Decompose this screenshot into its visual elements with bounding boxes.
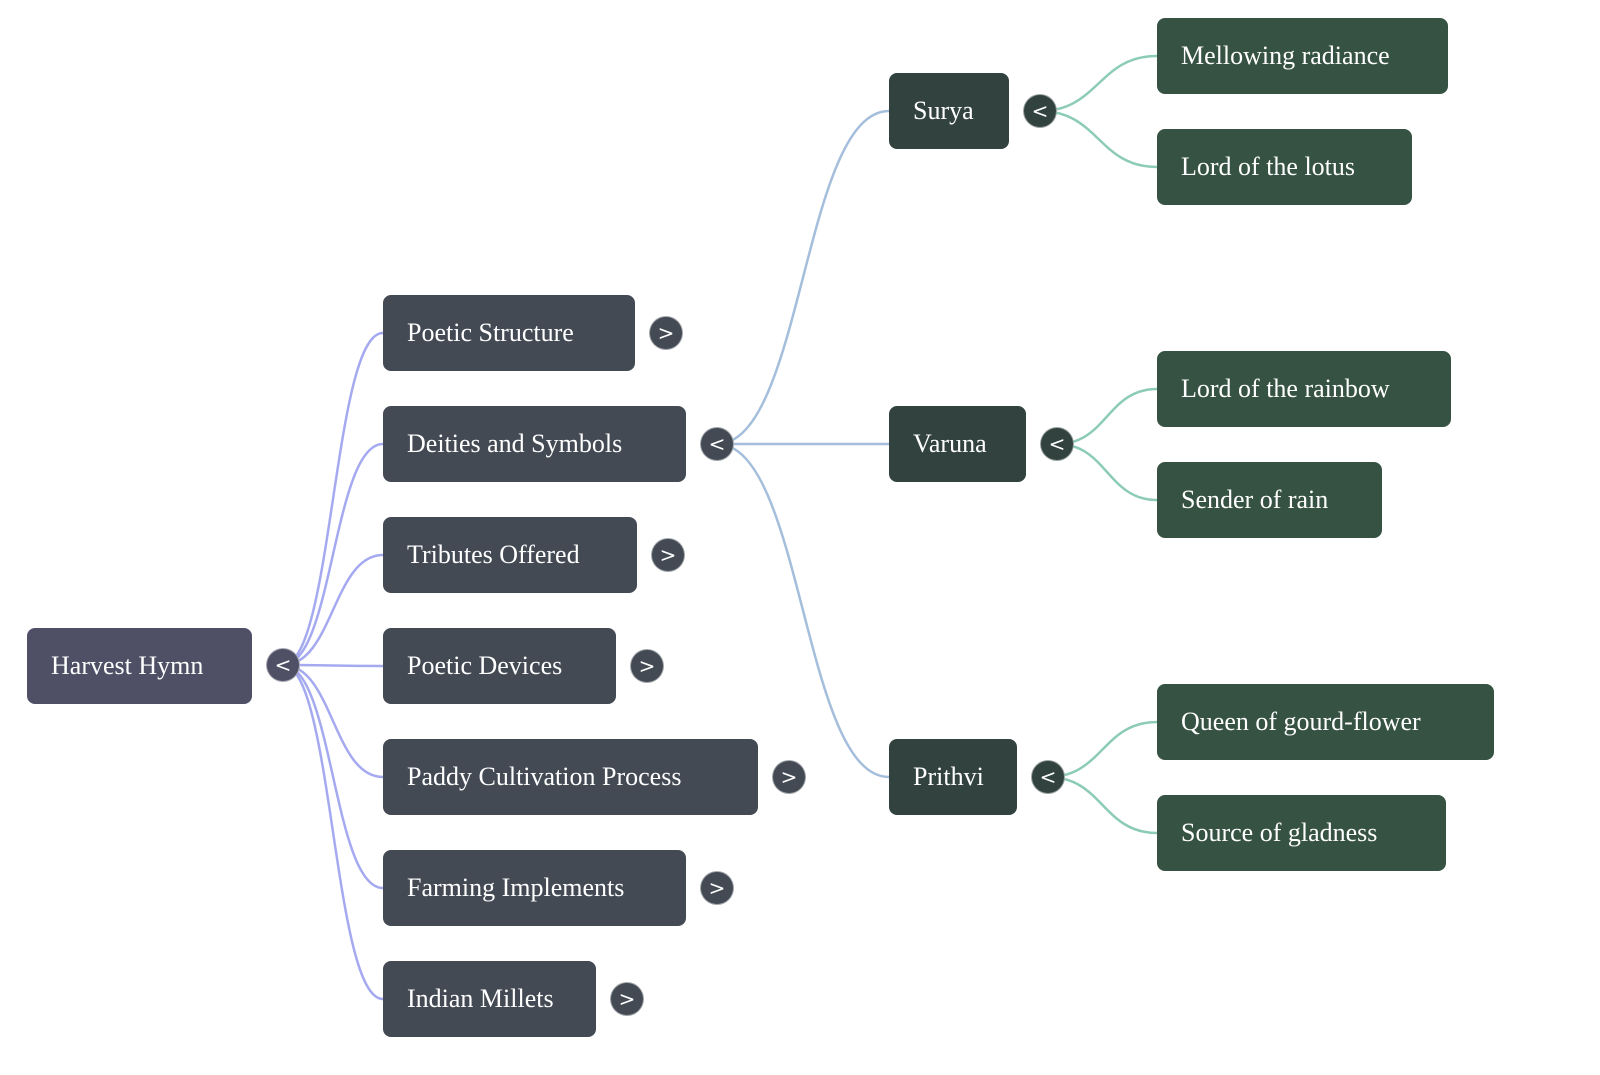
expand-toggle-indian-millets[interactable]: >	[610, 982, 644, 1016]
collapse-toggle-deities-and-symbols[interactable]: <	[700, 427, 734, 461]
leaf-node-queen-of-gourd-flower[interactable]: Queen of gourd-flower	[1157, 684, 1494, 760]
branch-node-paddy-cultivation-process[interactable]: Paddy Cultivation Process	[383, 739, 758, 815]
collapse-toggle-varuna[interactable]: <	[1040, 427, 1074, 461]
leaf-node-lord-of-the-rainbow[interactable]: Lord of the rainbow	[1157, 351, 1451, 427]
edge-root-to-farming-implements	[282, 663, 384, 890]
expand-toggle-poetic-devices[interactable]: >	[630, 649, 664, 683]
edge-root-to-deities-and-symbols	[282, 442, 384, 667]
expand-toggle-paddy-cultivation-process[interactable]: >	[772, 760, 806, 794]
edge-surya-to-mellowing-radiance	[1039, 54, 1158, 113]
expand-toggle-tributes-offered[interactable]: >	[651, 538, 685, 572]
edge-prithvi-to-source-of-gladness	[1047, 775, 1158, 835]
leaf-node-sender-of-rain[interactable]: Sender of rain	[1157, 462, 1382, 538]
edge-deities-to-surya	[716, 109, 890, 446]
root-node[interactable]: Harvest Hymn	[27, 628, 252, 704]
edge-deities-to-prithvi	[716, 442, 890, 779]
deity-node-surya[interactable]: Surya	[889, 73, 1009, 149]
expand-toggle-farming-implements[interactable]: >	[700, 871, 734, 905]
branch-node-farming-implements[interactable]: Farming Implements	[383, 850, 686, 926]
branch-node-indian-millets[interactable]: Indian Millets	[383, 961, 596, 1037]
edge-varuna-to-sender-of-rain	[1056, 442, 1158, 502]
leaf-node-mellowing-radiance[interactable]: Mellowing radiance	[1157, 18, 1448, 94]
edge-root-to-indian-millets	[282, 663, 384, 1001]
branch-node-tributes-offered[interactable]: Tributes Offered	[383, 517, 637, 593]
edge-root-to-poetic-structure	[282, 331, 384, 667]
expand-toggle-poetic-structure[interactable]: >	[649, 316, 683, 350]
leaf-node-source-of-gladness[interactable]: Source of gladness	[1157, 795, 1446, 871]
edge-root-to-tributes-offered	[282, 553, 384, 667]
collapse-toggle-surya[interactable]: <	[1023, 94, 1057, 128]
deity-node-prithvi[interactable]: Prithvi	[889, 739, 1017, 815]
collapse-toggle-prithvi[interactable]: <	[1031, 760, 1065, 794]
edge-prithvi-to-queen-of-gourd-flower	[1047, 720, 1158, 779]
leaf-node-lord-of-the-lotus[interactable]: Lord of the lotus	[1157, 129, 1412, 205]
edge-surya-to-lord-of-the-lotus	[1039, 109, 1158, 169]
branch-node-deities-and-symbols[interactable]: Deities and Symbols	[383, 406, 686, 482]
branch-node-poetic-structure[interactable]: Poetic Structure	[383, 295, 635, 371]
collapse-toggle-root[interactable]: <	[266, 648, 300, 682]
edge-root-to-paddy-cultivation-process	[282, 663, 384, 779]
deity-node-varuna[interactable]: Varuna	[889, 406, 1026, 482]
branch-node-poetic-devices[interactable]: Poetic Devices	[383, 628, 616, 704]
